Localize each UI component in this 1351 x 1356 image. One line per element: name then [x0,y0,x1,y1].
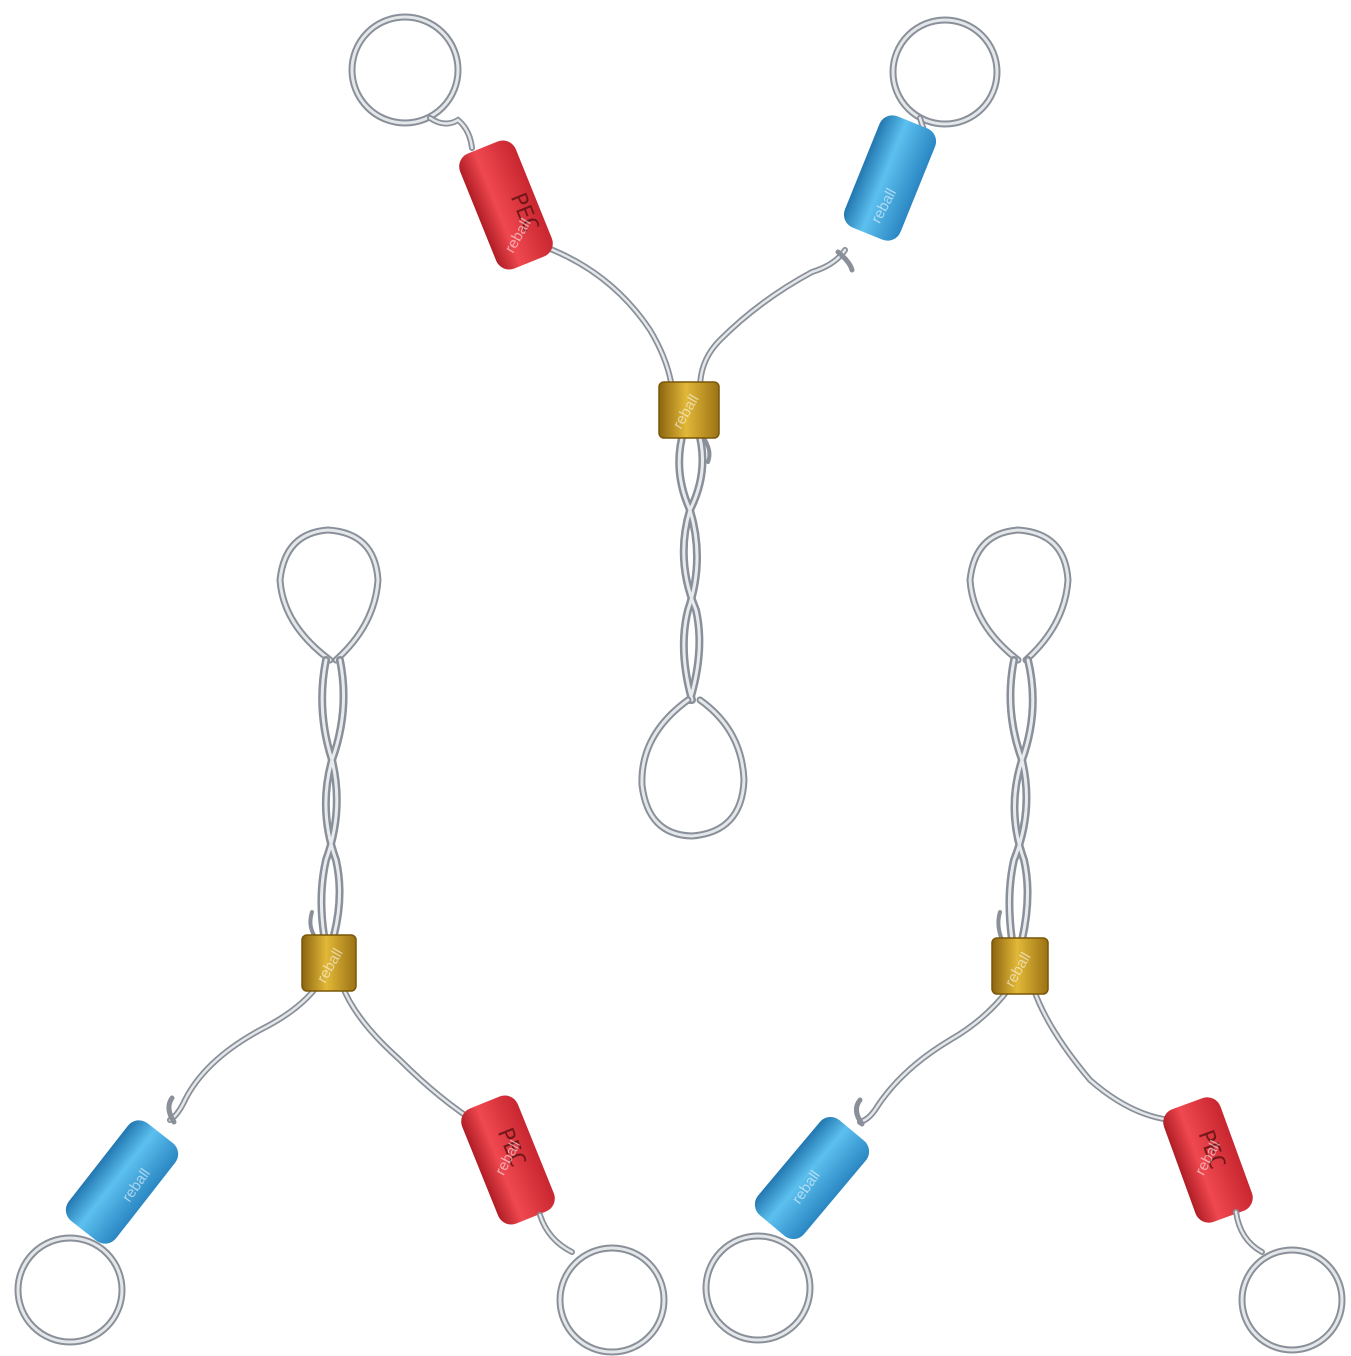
wire-loop [537,1212,668,1356]
wire-loop [966,526,1072,664]
brass-ferrule: reball [658,381,720,439]
blue-sleeve: reball [65,1120,179,1244]
thermocouple-top: PEC reball reball reball [348,13,1001,840]
red-sleeve: PEC reball [461,1095,555,1225]
wire-loop [276,526,382,664]
red-sleeve: PEC reball [1163,1097,1253,1223]
thermocouple-wire [854,987,1173,1127]
red-sleeve: PEC reball [459,140,553,270]
thermocouple-wire [166,982,483,1128]
wire-loop [14,1234,126,1346]
blue-sleeve: reball [754,1116,870,1240]
brass-ferrule: reball [301,934,357,992]
brass-ferrule: reball [991,937,1049,995]
wire-loop [348,13,475,151]
wire-loop [638,696,748,840]
twisted-wire [308,656,348,939]
wire-loop [702,1232,814,1344]
blue-sleeve: reball [843,115,937,241]
twisted-wire [675,426,712,704]
wire-loop [1233,1209,1346,1354]
twisted-wire [996,656,1037,944]
thermocouple-bottom-left: reball PEC reball reball [14,526,668,1356]
thermocouple-wire [537,242,855,391]
thermocouple-bottom-right: reball PEC reball reball [702,526,1346,1354]
